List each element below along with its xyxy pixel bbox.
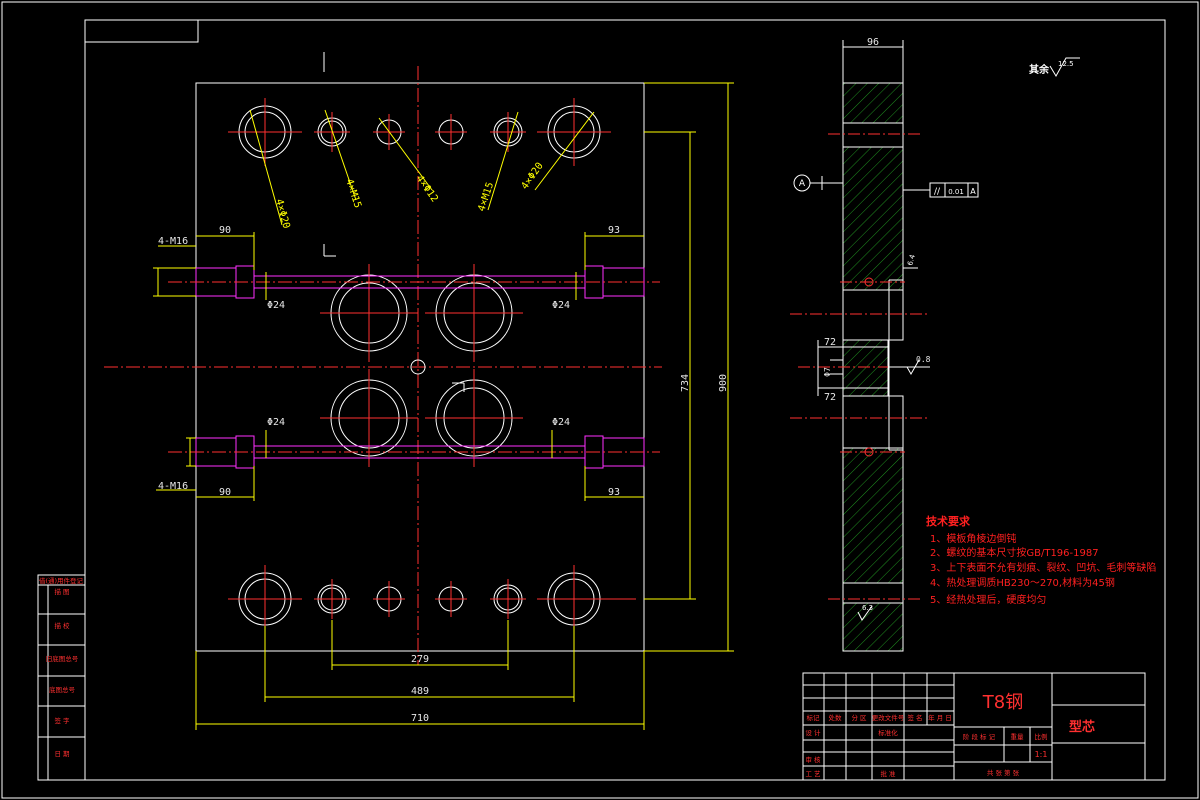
tech-item-4: 4、热处理调质HB230～270,材料为45钢 [930, 576, 1115, 589]
rough-mid: 0.8 [916, 355, 931, 364]
dim-96: 96 [867, 37, 879, 48]
part-name: 型芯 [1069, 719, 1095, 735]
row-4: 工 艺 [805, 770, 821, 778]
dim-489: 489 [411, 686, 429, 697]
dia-7: Φ7 [823, 367, 832, 377]
side-label-6: 日 期 [54, 750, 70, 758]
flatness-tol: 0.01 [948, 188, 964, 196]
tech-item-5: 5、经热处理后，硬度均匀 [930, 593, 1046, 606]
datum-a: A [799, 179, 806, 189]
material: T8钢 [982, 692, 1023, 713]
dia-24-tr: Φ24 [552, 300, 570, 311]
section-view: 96 A // 0.01 A 6.4 72 72 Φ7 0.8 6 [790, 37, 979, 652]
dim-72-bottom: 72 [824, 392, 836, 403]
dim-279: 279 [411, 654, 429, 665]
hole-callouts: 4×Φ20 4×M15 4×Φ12 4×M15 4×Φ20 [273, 161, 546, 230]
callout-3: 4×Φ12 [414, 173, 440, 204]
sheet-text: 共 张 第 张 [987, 768, 1020, 777]
callout-2: 4×M15 [343, 178, 363, 210]
tech-item-2: 2、螺纹的基本尺寸按GB/T196-1987 [930, 546, 1099, 559]
stage-1: 阶 段 标 记 [963, 732, 996, 741]
flatness-datum: A [970, 187, 976, 196]
dim-72-top: 72 [824, 337, 836, 348]
callout-5: 4×Φ20 [519, 161, 545, 192]
title-block-text: T8钢 型芯 1:1 标记 处数 分 区 更改文件号 签 名 年 月 日 设 计… [805, 692, 1095, 778]
hdr-2: 处数 [829, 713, 843, 722]
side-label-5: 签 字 [54, 716, 70, 725]
hdr-6: 年 月 日 [928, 713, 952, 722]
hdr-1: 标记 [807, 713, 821, 722]
stage-3: 比例 [1035, 732, 1048, 741]
row-5: 批 准 [880, 769, 896, 778]
callout-1: 4×Φ20 [273, 198, 291, 230]
hdr-4: 更改文件号 [872, 713, 905, 722]
callout-4: 4×M15 [476, 181, 496, 213]
dia-24-br: Φ24 [552, 417, 570, 428]
general-rough-label: 其余 [1029, 63, 1050, 76]
stage-2: 重量 [1011, 733, 1025, 741]
tech-item-1: 1、模板角棱边倒钝 [930, 532, 1016, 545]
svg-text://: // [934, 187, 941, 197]
dim-900: 900 [718, 374, 729, 392]
general-roughness: 其余 12.5 [1029, 57, 1080, 77]
hdr-3: 分 区 [851, 713, 867, 722]
side-label-1: 描 图 [54, 587, 69, 596]
dim-93-bottom: 93 [608, 487, 620, 498]
dia-24-tl: Φ24 [267, 300, 285, 311]
title-block [802, 672, 1146, 781]
rough-side: 6.4 [906, 253, 917, 266]
row-1: 设 计 [805, 728, 821, 737]
dim-90-top: 90 [219, 225, 231, 236]
hdr-5: 签 名 [907, 713, 922, 722]
thread-label-top: 4-M16 [158, 236, 188, 247]
plan-view: 4×Φ20 4×M15 4×Φ12 4×M15 4×Φ20 [104, 52, 734, 730]
general-rough-value: 12.5 [1058, 60, 1074, 68]
tech-requirements: 技术要求 1、模板角棱边倒钝 2、螺纹的基本尺寸按GB/T196-1987 3、… [926, 514, 1156, 606]
dim-93-top: 93 [608, 225, 620, 236]
side-panel: 借(通)用件登记 描 图 描 校 旧底图总号 底图总号 签 字 日 期 [37, 574, 86, 781]
rough-bottom: 6.3 [862, 604, 873, 612]
tech-title: 技术要求 [926, 514, 971, 528]
side-label-4: 底图总号 [49, 685, 76, 694]
side-label-2: 描 校 [54, 621, 70, 630]
dia-24-bl: Φ24 [267, 417, 285, 428]
side-label-3: 旧底图总号 [46, 654, 79, 663]
row-2: 标准化 [878, 728, 898, 737]
side-panel-header: 借(通)用件登记 [39, 576, 84, 585]
dim-90-bottom: 90 [219, 487, 231, 498]
dim-734: 734 [680, 374, 691, 392]
row-3: 审 核 [805, 755, 821, 764]
thread-label-bottom: 4-M16 [158, 481, 188, 492]
dim-710: 710 [411, 713, 429, 724]
scale: 1:1 [1035, 750, 1048, 759]
tech-item-3: 3、上下表面不允有划痕、裂纹、凹坑、毛刺等缺陷 [930, 561, 1156, 574]
